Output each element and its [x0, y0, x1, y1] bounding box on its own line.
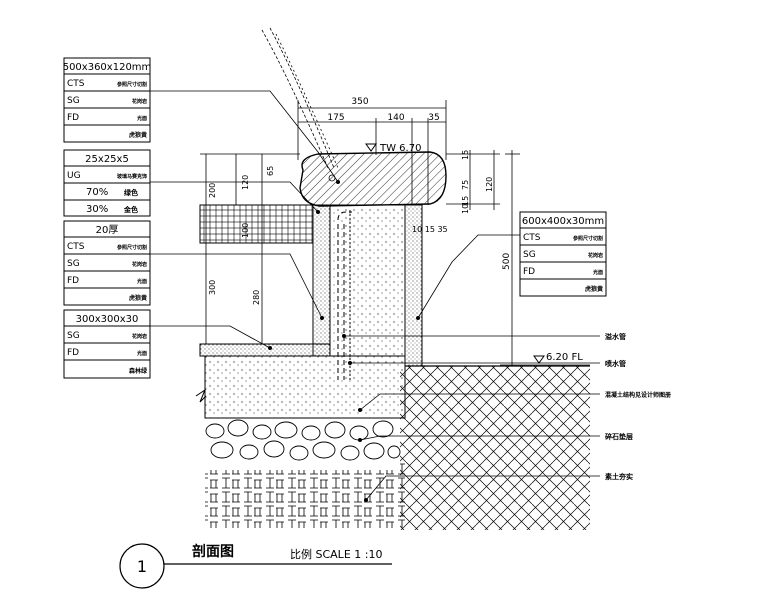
legend-2-title: 25x25x5: [85, 154, 129, 165]
dim-l-200: 200: [208, 183, 217, 198]
legend-right-code: CTS: [523, 233, 541, 243]
legend-4-title: 300x300x30: [76, 314, 139, 325]
concrete-wall: [329, 204, 406, 357]
legend-table-right: 600x400x30mm CTS 参照尺寸切割 SG 花岗岩 FD 光面 虎狼黄: [519, 211, 607, 297]
legend-3-title: 20厚: [96, 224, 119, 236]
legend-4-code: SG: [67, 331, 80, 341]
legend-2-desc: 玻璃马赛克饰: [117, 173, 147, 180]
dim-350: 350: [351, 97, 368, 107]
legend-4-code: FD: [67, 348, 79, 358]
legend-1-code: SG: [67, 96, 80, 106]
section-number: 1: [137, 557, 147, 576]
section-title: 剖面图: [192, 543, 234, 560]
callout-gravel-bed: 碎石垫层: [605, 432, 633, 441]
dim-r-500: 500: [502, 253, 512, 270]
dim-r-15a: 15: [461, 150, 470, 160]
callout-concrete-structure: 混凝土结构见设计师图册: [605, 391, 671, 399]
mosaic-tile-band: [199, 204, 314, 244]
legend-4-desc: 花岗岩: [132, 333, 147, 340]
fl-level-label: 6.20 FL: [546, 352, 583, 363]
dim-r-15b: 15: [461, 196, 470, 206]
legend-3-desc: 虎狼黄: [129, 294, 147, 302]
legend-right-desc: 参照尺寸切割: [573, 235, 603, 242]
top-dimensions: [297, 100, 447, 205]
tw-level-marker: [365, 143, 377, 152]
leader-dots: [268, 180, 420, 502]
legend-2-desc: 金色: [123, 205, 138, 214]
legend-3-code: SG: [67, 259, 80, 269]
legend-1-title: 500x360x120mm: [63, 62, 152, 73]
legend-right-desc: 虎狼黄: [585, 285, 603, 293]
legend-4-desc: 光面: [136, 350, 147, 357]
legend-1-code: FD: [67, 113, 79, 123]
dim-r-75: 75: [461, 180, 470, 190]
compacted-earth: [205, 462, 405, 528]
dim-r-10-15-35: 10 15 35: [412, 225, 448, 234]
dim-l-65: 65: [266, 166, 275, 176]
overflow-pipe: [337, 211, 352, 380]
pool-floor-paving: [199, 343, 331, 357]
legend-3-desc: 参照尺寸切割: [117, 244, 147, 251]
legend-table-4: 300x300x30 SG 花岗岩 FD 光面 森林绿: [63, 309, 151, 379]
legend-right-code: FD: [523, 267, 535, 277]
legend-2-desc: 绿色: [124, 188, 138, 197]
callout-spray-pipe: 喷水管: [605, 359, 626, 368]
legend-right-desc: 光面: [592, 269, 603, 276]
legend-table-1: 500x360x120mm CTS 参照尺寸切割 SG 花岗岩 FD 光面 虎狼…: [63, 57, 152, 143]
legend-table-2: 25x25x5 UG 玻璃马赛克饰 70% 绿色 30% 金色: [63, 149, 151, 217]
legend-1-desc: 光面: [136, 115, 147, 122]
dim-l-300: 300: [208, 280, 217, 295]
section-scale: 比例 SCALE 1 :10: [290, 547, 382, 561]
leader-lines: [150, 90, 600, 501]
callout-compacted-earth: 素土夯实: [605, 472, 633, 481]
gravel-bed: [205, 418, 401, 470]
inner-wall-finish: [312, 204, 331, 357]
drawing-title-block: 1 剖面图 比例 SCALE 1 :10: [119, 543, 392, 589]
section-number-circle: [119, 543, 165, 589]
legend-2-code: 30%: [86, 204, 108, 215]
dim-r-10: 10: [461, 204, 470, 214]
legend-3-code: CTS: [67, 242, 85, 252]
outer-wall-cladding: [404, 204, 423, 367]
dim-l-100: 100: [241, 223, 250, 238]
legend-right-title: 600x400x30mm: [522, 216, 604, 227]
tw-level-label: TW 6.70: [379, 143, 421, 154]
legend-1-desc: 花岗岩: [132, 98, 147, 105]
left-dimensions: [200, 153, 313, 345]
dim-l-280: 280: [252, 290, 261, 305]
dim-35: 35: [428, 113, 439, 123]
coping-stone: [299, 151, 447, 207]
legend-right-code: SG: [523, 250, 536, 260]
dim-175: 175: [327, 113, 344, 123]
right-dimensions: [446, 150, 520, 367]
concrete-base: [204, 355, 406, 419]
legend-table-3: 20厚 CTS 参照尺寸切割 SG 花岗岩 FD 光面 虎狼黄: [63, 220, 151, 306]
ground-hatch-right: [400, 366, 590, 530]
legend-3-desc: 花岗岩: [132, 261, 147, 268]
dim-r-120: 120: [485, 177, 494, 192]
legend-3-code: FD: [67, 276, 79, 286]
legend-2-code: UG: [67, 171, 81, 181]
fl-level-marker: [533, 355, 545, 364]
legend-4-desc: 森林绿: [128, 367, 148, 375]
legend-1-desc: 参照尺寸切割: [117, 81, 147, 88]
dim-140: 140: [387, 113, 404, 123]
legend-1-code: CTS: [67, 79, 85, 89]
legend-2-code: 70%: [86, 187, 108, 198]
legend-right-desc: 花岗岩: [588, 252, 603, 259]
callout-overflow-pipe: 溢水管: [605, 332, 626, 341]
legend-1-desc: 虎狼黄: [129, 131, 147, 139]
legend-3-desc: 光面: [136, 278, 147, 285]
